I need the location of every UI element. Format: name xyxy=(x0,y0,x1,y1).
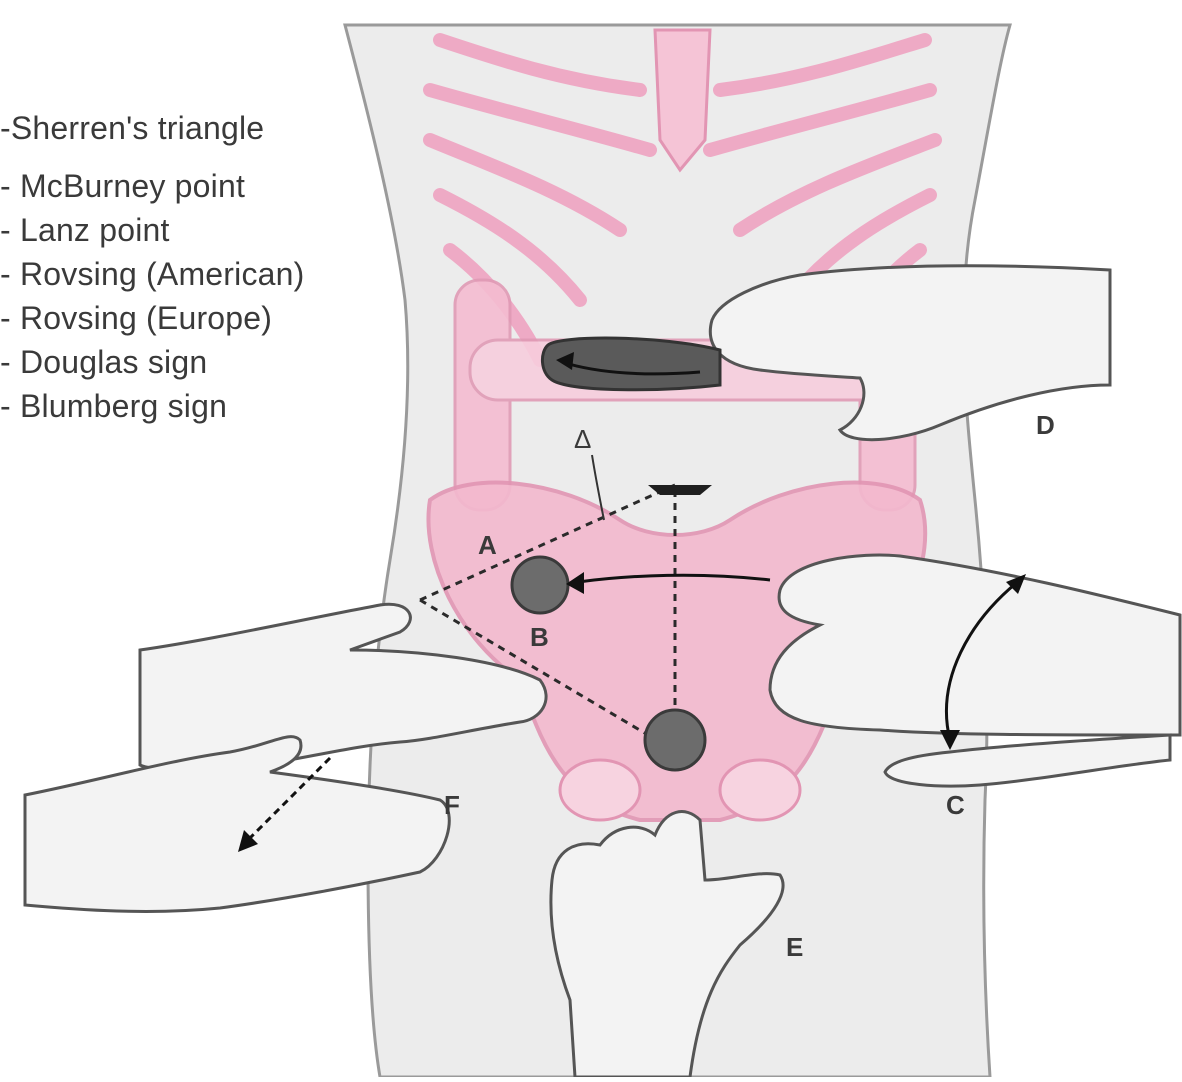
pelvis-foramen-left xyxy=(560,760,640,820)
pelvis-foramen-right xyxy=(720,760,800,820)
legend-blumberg-sign: - Blumberg sign xyxy=(0,388,227,425)
legend-rovsing-american: - Rovsing (American) xyxy=(0,256,305,293)
legend-sherrens-triangle: -Sherren's triangle xyxy=(0,110,264,147)
marker-f: F xyxy=(444,790,460,821)
legend-mcburney-point: - McBurney point xyxy=(0,168,245,205)
marker-d: D xyxy=(1036,410,1055,441)
marker-c: C xyxy=(946,790,965,821)
lower-point xyxy=(645,710,705,770)
marker-triangle: Δ xyxy=(574,424,591,455)
hand-c-upper xyxy=(770,555,1180,735)
mcburney-point xyxy=(512,557,568,613)
marker-a: A xyxy=(478,530,497,561)
marker-b: B xyxy=(530,622,549,653)
legend-rovsing-europe: - Rovsing (Europe) xyxy=(0,300,272,337)
marker-e: E xyxy=(786,932,803,963)
legend-lanz-point: - Lanz point xyxy=(0,212,170,249)
legend-douglas-sign: - Douglas sign xyxy=(0,344,207,381)
